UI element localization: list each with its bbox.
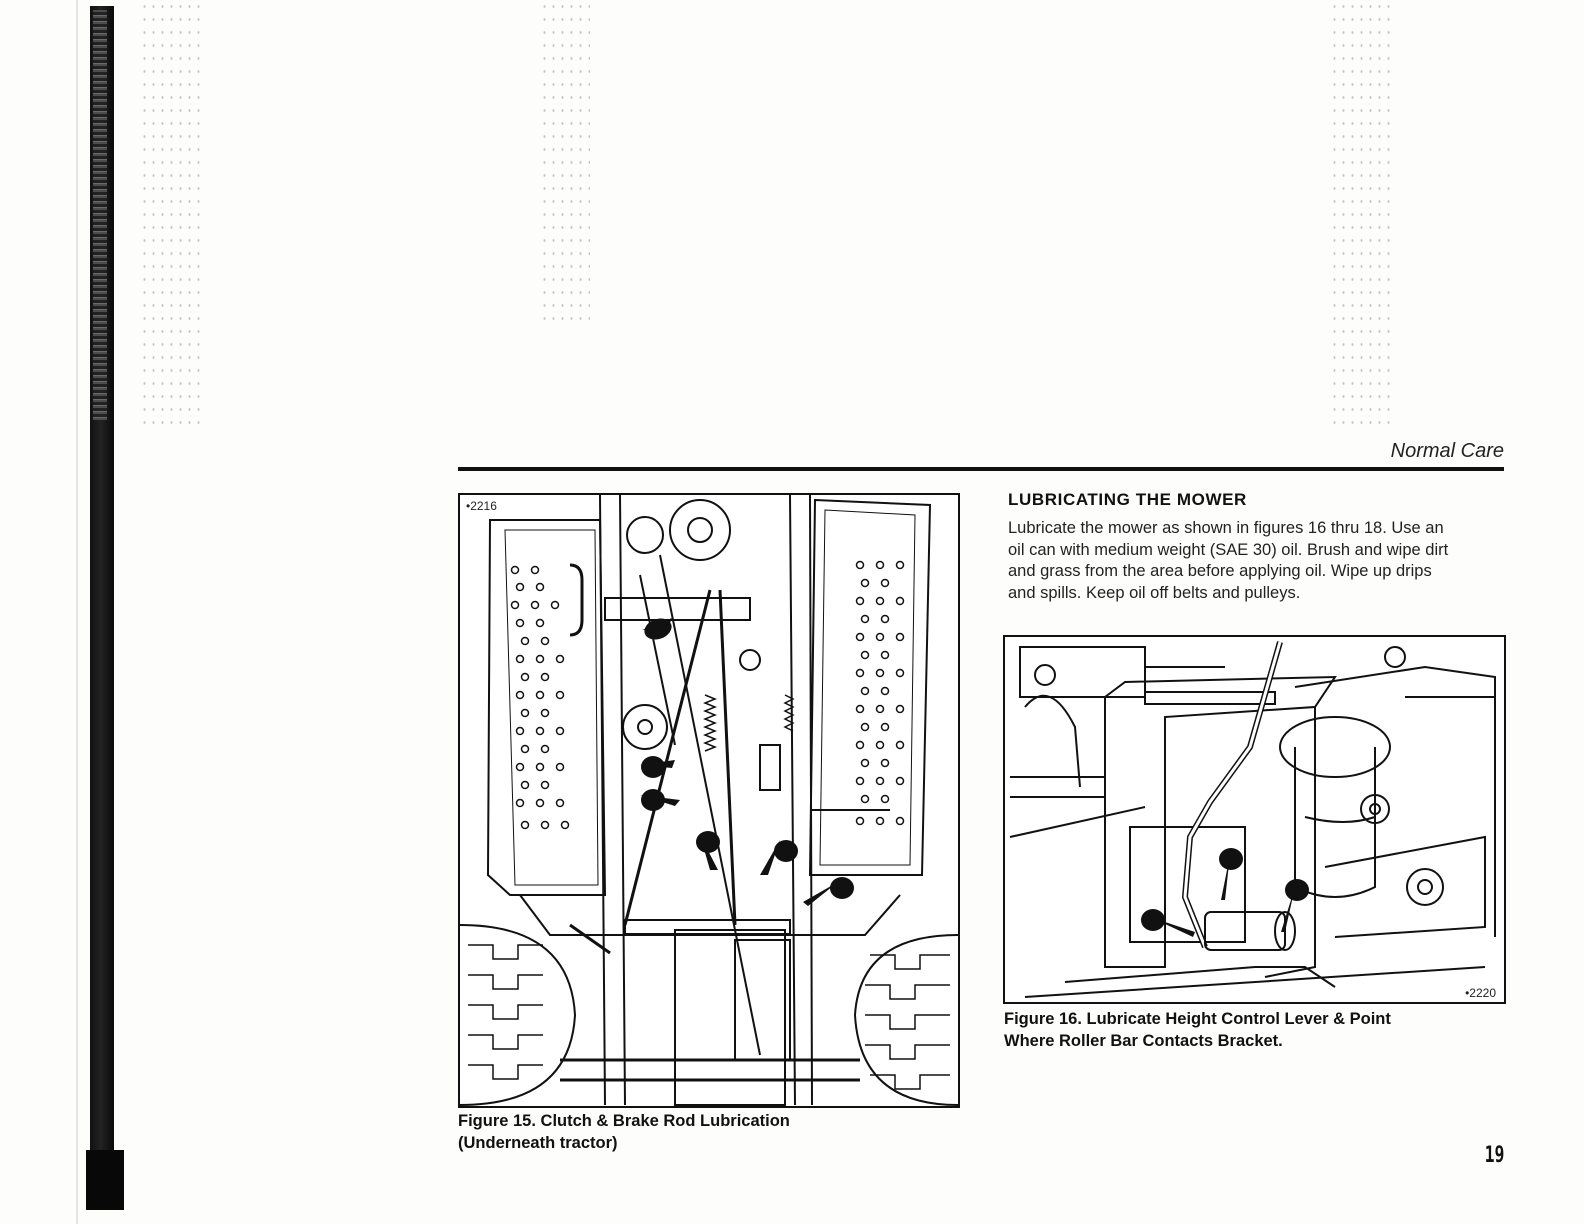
figure-15: •2216 bbox=[458, 493, 960, 1108]
figure-15-caption-line-2: (Underneath tractor) bbox=[458, 1134, 618, 1152]
page-number: 19 bbox=[1484, 1143, 1504, 1168]
scan-speckle bbox=[1330, 0, 1390, 430]
scan-speckle bbox=[540, 0, 590, 320]
figure-16-caption: Figure 16. Lubricate Height Control Leve… bbox=[1004, 1008, 1391, 1052]
height-control-lever-illustration bbox=[1009, 641, 1496, 998]
figure-16-caption-line-1: Figure 16. Lubricate Height Control Leve… bbox=[1004, 1010, 1391, 1028]
running-head: Normal Care bbox=[1390, 440, 1504, 462]
body-line-2: oil can with medium weight (SAE 30) oil.… bbox=[1008, 540, 1449, 559]
figure-15-id: •2216 bbox=[464, 499, 499, 513]
figure-16: •2220 bbox=[1003, 635, 1506, 1004]
body-line-3: and grass from the area before applying … bbox=[1008, 562, 1432, 580]
body-line-4: and spills. Keep oil off belts and pulle… bbox=[1008, 583, 1301, 602]
figure-15-caption-line-1: Figure 15. Clutch & Brake Rod Lubricatio… bbox=[458, 1112, 790, 1130]
section-heading: LUBRICATING THE MOWER bbox=[1008, 490, 1247, 509]
oil-drop-icon bbox=[640, 618, 854, 906]
figure-16-caption-line-2: Where Roller Bar Contacts Bracket. bbox=[1004, 1032, 1283, 1050]
section-body: Lubricate the mower as shown in figures … bbox=[1008, 518, 1508, 604]
binding-edge bbox=[76, 0, 78, 1224]
scan-spine-texture bbox=[93, 10, 107, 420]
scan-speckle bbox=[140, 0, 200, 430]
oil-drop-icon bbox=[1141, 848, 1309, 937]
figure-16-id: •2220 bbox=[1463, 986, 1498, 1000]
header-rule bbox=[458, 467, 1504, 471]
tractor-underside-illustration bbox=[460, 495, 958, 1106]
figure-15-caption: Figure 15. Clutch & Brake Rod Lubricatio… bbox=[458, 1110, 790, 1154]
scan-spine-foot bbox=[86, 1150, 124, 1210]
body-line-1: Lubricate the mower as shown in figures … bbox=[1008, 519, 1444, 537]
